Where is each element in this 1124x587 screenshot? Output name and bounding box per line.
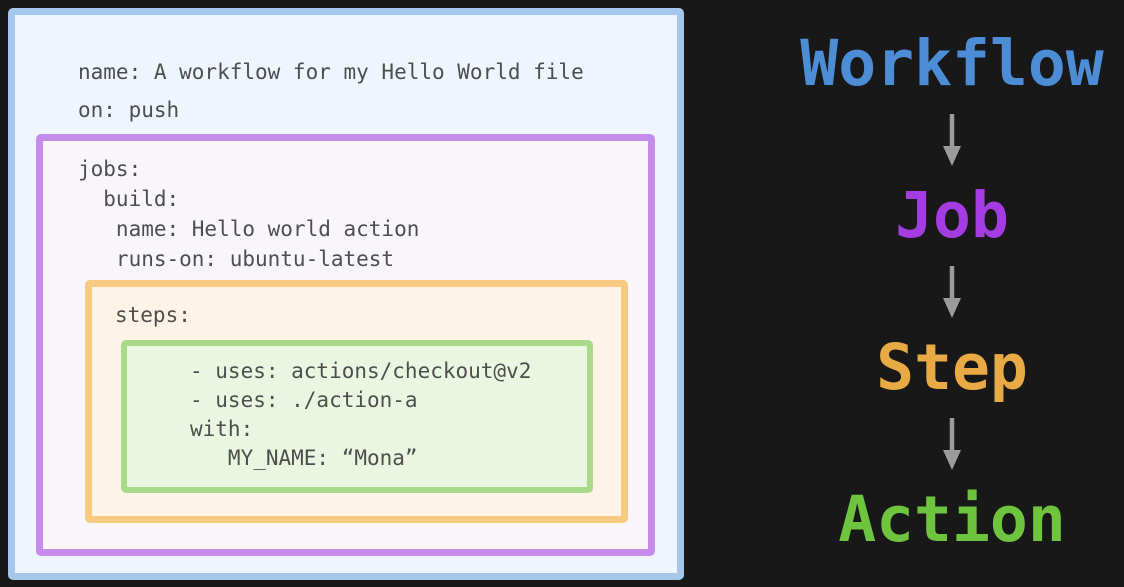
- yaml-line-with: with:: [190, 417, 254, 441]
- down-arrow-icon: [940, 416, 964, 472]
- yaml-line-runs-on: runs-on: ubuntu-latest: [78, 247, 395, 271]
- yaml-line-uses-checkout: - uses: actions/checkout@v2: [190, 359, 532, 383]
- yaml-line-my-name: MY_NAME: “Mona”: [190, 446, 418, 470]
- legend-label-action: Action: [838, 483, 1066, 556]
- down-arrow-icon: [940, 112, 964, 168]
- yaml-line-steps: steps:: [115, 303, 191, 327]
- yaml-line-job-name: name: Hello world action: [78, 217, 420, 241]
- legend-label-step: Step: [876, 331, 1028, 404]
- action-box: [121, 340, 593, 493]
- yaml-line-on-push: on: push: [78, 98, 180, 122]
- yaml-line-workflow-name: name: A workflow for my Hello World file: [78, 60, 584, 84]
- legend-label-workflow: Workflow: [800, 27, 1104, 100]
- down-arrow-icon: [940, 264, 964, 320]
- legend-label-job: Job: [895, 179, 1009, 252]
- yaml-line-jobs: jobs:: [78, 157, 142, 181]
- yaml-line-uses-action-a: - uses: ./action-a: [190, 388, 418, 412]
- yaml-line-build: build:: [78, 187, 180, 211]
- legend: Workflow Job Step Action: [684, 0, 1124, 587]
